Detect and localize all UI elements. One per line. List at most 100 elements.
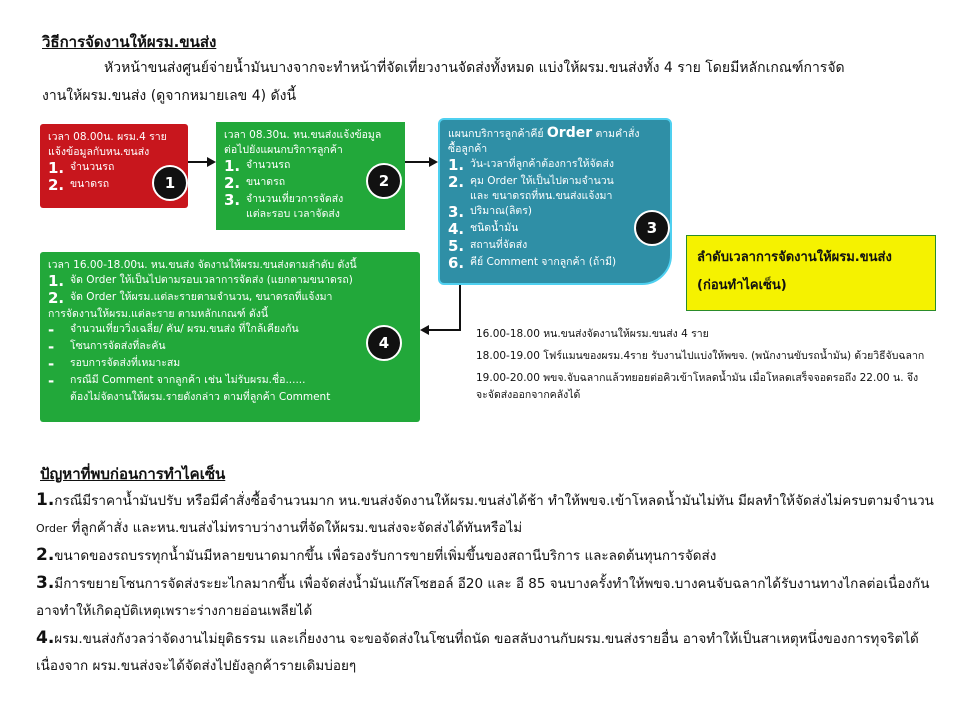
item-text: โซนการจัดส่งที่ละคัน [70,340,166,352]
list-item: 3. ปริมาณ(ลิตร) [448,204,662,221]
problem-text: กรณีมีราคาน้ำมันปรับ หรือมีคำสั่งซื้อจำน… [54,493,934,509]
item-number: 6. [448,254,465,272]
step-4-box: เวลา 16.00-18.00น. หน.ขนส่ง จัดงานให้ผรม… [40,252,420,422]
item-bullet: - [48,321,55,339]
item-number: 3. [224,191,241,209]
problem-number: 4. [36,628,55,648]
item-bullet: - [48,338,55,356]
item-number: 2. [448,173,465,191]
item-text: กรณีมี Comment จากลูกค้า เช่น ไม่รับผรม.… [70,374,306,386]
item-text: จำนวนเที่ยววิ่งเฉลี่ย/ คัน/ ผรม.ขนส่ง ที… [70,323,299,335]
list-item: 4. ชนิดน้ำมัน [448,221,662,238]
page-title: วิธีการจัดงานให้ผรม.ขนส่ง [42,33,217,51]
list-item: 5. สถานที่จัดส่ง [448,238,662,255]
schedule-item: 18.00-19.00 โฟร์แมนของผรม.4ราย รับงานไปแ… [476,350,925,362]
intro-line-1: หัวหน้าขนส่งศูนย์จ่ายน้ำมันบางจากจะทำหน้… [104,60,845,76]
list-item: - จำนวนเที่ยววิ่งเฉลี่ย/ คัน/ ผรม.ขนส่ง … [48,322,412,339]
item-number: 2. [224,174,241,192]
item-text: รอบการจัดส่งที่เหมาะสม [70,357,181,369]
item-text: สถานที่จัดส่ง [470,239,528,251]
step-4-last-line: ต้องไม่จัดงานให้ผรม.รายดังกล่าว ตามที่ลู… [70,391,331,403]
timeline-label-box: ลำดับเวลาการจัดงานให้ผรม.ขนส่ง (ก่อนทำไค… [686,235,936,311]
problem-text: ขนาดของรถบรรทุกน้ำมันมีหลายขนาดมากขึ้น เ… [54,548,717,564]
problem-number: 2. [36,545,55,565]
schedule-item: 16.00-18.00 หน.ขนส่งจัดงานให้ผรม.ขนส่ง 4… [476,328,709,340]
item-text: จำนวนรถ [246,159,291,171]
problem-2-line-1: 2.ขนาดของรถบรรทุกน้ำมันมีหลายขนาดมากขึ้น… [36,542,936,570]
step-3-line-2: ซื้อลูกค้า [448,143,488,155]
list-item: 1. จำนวนรถ [224,158,397,175]
item-text: ขนาดรถ [70,178,110,190]
problem-3-line-1: 3.มีการขยายโซนการจัดส่งระยะไกลมากขึ้น เพ… [36,570,936,598]
problem-4-line-1: 4.ผรม.ขนส่งกังวลว่าจัดงานไม่ยุติธรรม และ… [36,625,936,653]
timeline-label-title: ลำดับเวลาการจัดงานให้ผรม.ขนส่ง [697,250,892,265]
arrow-3-to-4 [428,285,461,331]
item-text: คุม Order ให้เป็นไปตามจำนวนและ ขนาดรถที่… [470,175,614,202]
item-number: 2. [48,289,65,307]
list-item: 1. วัน-เวลาที่ลูกค้าต้องการให้จัดส่ง [448,157,662,174]
intro-line-2: งานให้ผรม.ขนส่ง (ดูจากหมายเลข 4) ดังนี้ [42,88,297,104]
order-keyword: Order [546,125,593,141]
timeline-label-subtitle: (ก่อนทำไคเซ็น) [697,278,787,293]
step-1-line-2: แจ้งข้อมูลกับหน.ขนส่ง [48,146,150,158]
item-number: 5. [448,237,465,255]
item-text: วัน-เวลาที่ลูกค้าต้องการให้จัดส่ง [470,158,615,170]
step-1-badge: 1 [152,165,188,201]
schedule-list: 16.00-18.00 หน.ขนส่งจัดงานให้ผรม.ขนส่ง 4… [476,326,928,409]
list-item: - รอบการจัดส่งที่เหมาะสม [48,356,412,373]
list-item: 1. จำนวนรถ [48,160,180,177]
item-bullet: - [48,355,55,373]
item-text: ชนิดน้ำมัน [470,222,519,234]
order-keyword: Order [36,522,68,535]
item-text: คีย์ Comment จากลูกค้า (ถ้ามี) [470,256,617,268]
problem-1-line-1: 1.กรณีมีราคาน้ำมันปรับ หรือมีคำสั่งซื้อจ… [36,487,936,515]
item-text: จัด Order ให้ผรม.แต่ละรายตามจำนวน, ขนาดร… [70,291,333,303]
problem-text: มีการขยายโซนการจัดส่งระยะไกลมากขึ้น เพื่… [54,576,930,592]
step-3-badge: 3 [634,210,670,246]
problem-number: 1. [36,490,55,510]
item-text: ขนาดรถ [246,176,286,188]
list-item: - โซนการจัดส่งที่ละคัน [48,339,412,356]
item-number: 1. [448,156,465,174]
problems-heading: ปัญหาที่พบก่อนการทำไคเซ็น [40,465,226,483]
problem-text: ผรม.ขนส่งกังวลว่าจัดงานไม่ยุติธรรม และเก… [54,631,919,647]
list-item: 6. คีย์ Comment จากลูกค้า (ถ้ามี) [448,255,662,272]
problem-4-line-2: เนื่องจาก ผรม.ขนส่งจะได้จัดส่งไปยังลูกค้… [36,658,357,674]
step-1-line-1: เวลา 08.00น. ผรม.4 ราย [48,131,167,143]
item-number: 2. [48,176,65,194]
step-3-box: แผนกบริการลูกค้าคีย์ Order ตามคำสั่ง ซื้… [438,118,672,285]
step-2-badge: 2 [366,163,402,199]
item-text: ปริมาณ(ลิตร) [470,205,532,217]
schedule-item: 19.00-20.00 พขจ.จับฉลากแล้วทยอยต่อคิวเข้… [476,372,919,401]
list-item: 2. ขนาดรถ [48,177,180,194]
step-2-line-2: ต่อไปยังแผนกบริการลูกค้า [224,144,343,156]
step-3-text: แผนกบริการลูกค้าคีย์ [448,128,547,140]
item-text: จำนวนรถ [70,161,115,173]
item-bullet: - [48,372,55,390]
step-3-line-1: แผนกบริการลูกค้าคีย์ Order ตามคำสั่ง [448,126,662,142]
list-item: 2. ขนาดรถ [224,175,397,192]
problem-1-line-2: Order ที่ลูกค้าสั่ง และหน.ขนส่งไม่ทราบว่… [36,515,936,542]
item-text: จัด Order ให้เป็นไปตามรอบเวลาการจัดส่ง (… [70,274,353,286]
problem-3-line-2: อาจทำให้เกิดอุบัติเหตุเพราะร่างกายอ่อนเพ… [36,603,313,619]
list-item: 2. คุม Order ให้เป็นไปตามจำนวนและ ขนาดรถ… [448,174,662,204]
item-number: 4. [448,220,465,238]
list-item: - กรณีมี Comment จากลูกค้า เช่น ไม่รับผร… [48,373,412,390]
step-4-subhead: การจัดงานให้ผรม.แต่ละราย ตามหลักเกณฑ์ ดั… [48,308,269,320]
item-number: 3. [448,203,465,221]
item-text: จำนวนเที่ยวการจัดส่งแต่ละรอบ เวลาจัดส่ง [246,193,344,220]
step-4-badge: 4 [366,325,402,361]
problem-number: 3. [36,573,55,593]
item-number: 1. [48,159,65,177]
problem-text: ที่ลูกค้าสั่ง และหน.ขนส่งไม่ทราบว่างานที… [67,520,523,536]
problems-list: 1.กรณีมีราคาน้ำมันปรับ หรือมีคำสั่งซื้อจ… [36,487,936,680]
list-item: 3. จำนวนเที่ยวการจัดส่งแต่ละรอบ เวลาจัดส… [224,192,397,222]
step-2-line-1: เวลา 08.30น. หน.ขนส่งแจ้งข้อมูล [224,129,382,141]
item-number: 1. [48,272,65,290]
step-3-text: ตามคำสั่ง [592,128,640,140]
list-item: 1. จัด Order ให้เป็นไปตามรอบเวลาการจัดส่… [48,273,412,290]
item-number: 1. [224,157,241,175]
list-item: 2. จัด Order ให้ผรม.แต่ละรายตามจำนวน, ขน… [48,290,412,307]
step-4-line-1: เวลา 16.00-18.00น. หน.ขนส่ง จัดงานให้ผรม… [48,259,357,271]
